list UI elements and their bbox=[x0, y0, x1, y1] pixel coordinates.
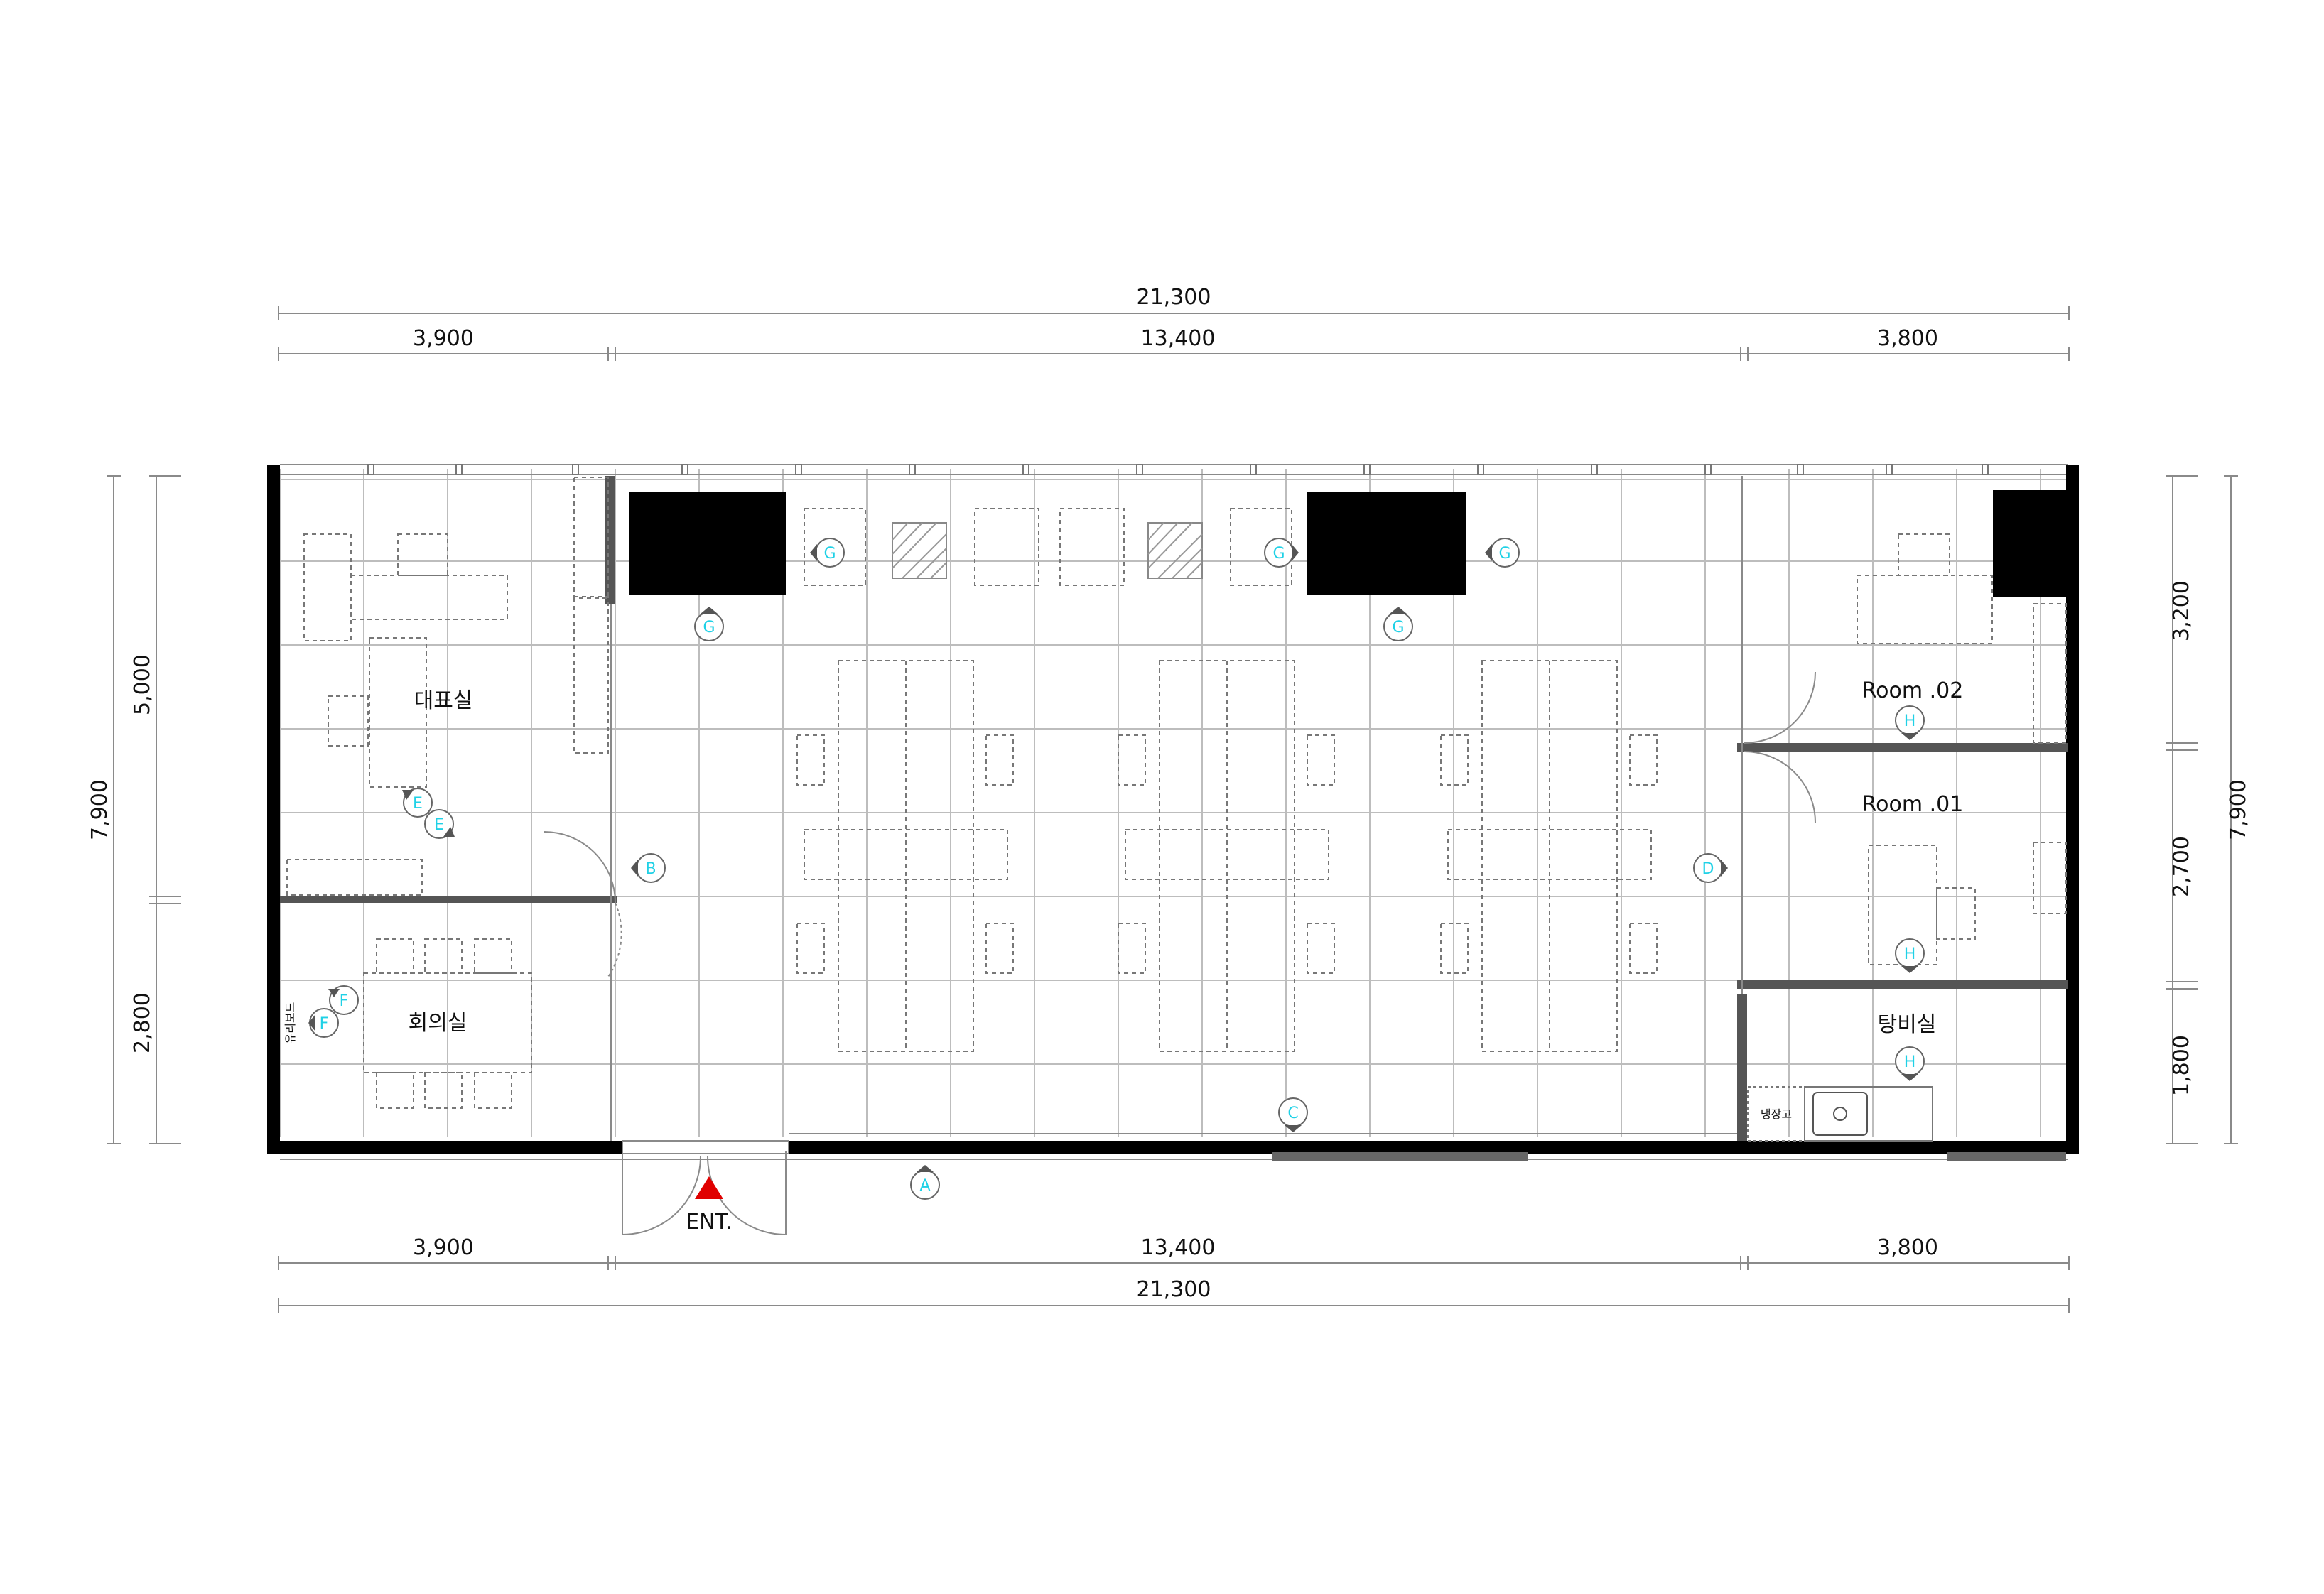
entrance-arrow-icon bbox=[695, 1176, 723, 1199]
svg-text:G: G bbox=[703, 619, 715, 636]
elevation-tag-c: C bbox=[1278, 1097, 1308, 1132]
dim-top-seg-3: 3,800 bbox=[1877, 326, 1938, 351]
elevation-tag-h-2: H bbox=[1895, 938, 1925, 973]
elevation-tag-d: D bbox=[1693, 853, 1728, 883]
elevation-tag-b: B bbox=[631, 853, 666, 883]
lounge-seating bbox=[804, 508, 1292, 586]
workstation-cluster-1 bbox=[796, 660, 1014, 1052]
dim-right-total: 7,900 bbox=[2226, 779, 2251, 840]
room-label-meeting-room: 회의실 bbox=[409, 1011, 467, 1036]
room02-furniture bbox=[1857, 533, 2067, 744]
svg-text:C: C bbox=[1287, 1105, 1298, 1122]
svg-text:H: H bbox=[1904, 945, 1916, 963]
door-swings bbox=[544, 671, 1816, 1235]
svg-text:G: G bbox=[1392, 619, 1404, 636]
svg-text:F: F bbox=[340, 992, 349, 1010]
elevation-tag-e-2: E bbox=[424, 809, 455, 839]
dim-top-total: 21,300 bbox=[1137, 285, 1211, 310]
dim-right-seg-1: 3,200 bbox=[2169, 580, 2194, 641]
exterior-walls bbox=[267, 465, 2079, 1154]
elevation-tag-h-3: H bbox=[1895, 1046, 1925, 1081]
room-label-room-01: Room .01 bbox=[1862, 792, 1964, 817]
dimension-top bbox=[278, 306, 2070, 361]
label-fridge: 냉장고 bbox=[1761, 1107, 1792, 1121]
svg-text:G: G bbox=[1498, 545, 1510, 563]
bottom-window-2 bbox=[1947, 1152, 2066, 1161]
elevation-tag-g-2: G bbox=[694, 607, 724, 641]
dim-top-seg-1: 3,900 bbox=[413, 326, 474, 351]
elevation-tag-e-1: E bbox=[402, 788, 433, 818]
dimension-right bbox=[2166, 475, 2238, 1144]
pantry-furniture bbox=[1747, 1086, 1933, 1142]
elevation-tag-h-1: H bbox=[1895, 705, 1925, 740]
svg-text:E: E bbox=[413, 795, 423, 813]
svg-text:B: B bbox=[645, 860, 656, 878]
elevation-tag-g-5: G bbox=[1485, 538, 1520, 568]
dim-right-seg-3: 1,800 bbox=[2169, 1035, 2194, 1096]
interior-partitions bbox=[280, 476, 2068, 1141]
elevation-tag-a: A bbox=[910, 1165, 940, 1200]
dim-top-seg-2: 13,400 bbox=[1141, 326, 1216, 351]
svg-text:G: G bbox=[1272, 545, 1285, 563]
elevation-tag-f-2: F bbox=[308, 1008, 339, 1038]
bottom-window bbox=[1272, 1152, 1528, 1161]
svg-text:D: D bbox=[1702, 860, 1714, 878]
dim-left-seg-1: 5,000 bbox=[130, 654, 155, 715]
room-label-pantry: 탕비실 bbox=[1878, 1012, 1937, 1037]
svg-text:G: G bbox=[823, 545, 836, 563]
svg-text:E: E bbox=[434, 816, 444, 834]
dimension-left bbox=[107, 475, 181, 1144]
label-whiteboard: 유리보드 bbox=[283, 1002, 297, 1044]
svg-text:H: H bbox=[1904, 1053, 1916, 1071]
elevation-tag-g-3: G bbox=[1264, 538, 1299, 568]
column-block-1 bbox=[629, 492, 786, 595]
dim-bottom-seg-3: 3,800 bbox=[1877, 1235, 1938, 1260]
hatched-tables bbox=[892, 522, 1203, 579]
room-label-room-02: Room .02 bbox=[1862, 678, 1964, 703]
dim-bottom-seg-1: 3,900 bbox=[413, 1235, 474, 1260]
elevation-tag-g-1: G bbox=[810, 538, 845, 568]
dim-right-seg-2: 2,700 bbox=[2169, 836, 2194, 897]
svg-text:F: F bbox=[320, 1015, 329, 1033]
dim-bottom-seg-2: 13,400 bbox=[1141, 1235, 1216, 1260]
dim-left-total: 7,900 bbox=[87, 779, 112, 840]
svg-text:H: H bbox=[1904, 712, 1916, 730]
dim-left-seg-2: 2,800 bbox=[130, 992, 155, 1053]
room-label-ceo-office: 대표실 bbox=[414, 688, 473, 713]
meeting-room-furniture bbox=[363, 938, 532, 1109]
dim-bottom-total: 21,300 bbox=[1137, 1277, 1211, 1302]
workstation-cluster-2 bbox=[1118, 660, 1335, 1052]
floor-grid bbox=[279, 469, 2068, 1137]
dimension-bottom bbox=[278, 1256, 2070, 1313]
top-window-line bbox=[280, 464, 2068, 475]
workstation-cluster-3 bbox=[1440, 660, 1658, 1052]
label-entrance: ENT. bbox=[686, 1210, 733, 1235]
column-block-2 bbox=[1307, 492, 1466, 595]
ceo-office-furniture bbox=[286, 477, 609, 896]
elevation-tag-f-1: F bbox=[328, 985, 359, 1015]
elevation-tag-g-4: G bbox=[1383, 607, 1413, 641]
svg-text:A: A bbox=[919, 1177, 930, 1195]
